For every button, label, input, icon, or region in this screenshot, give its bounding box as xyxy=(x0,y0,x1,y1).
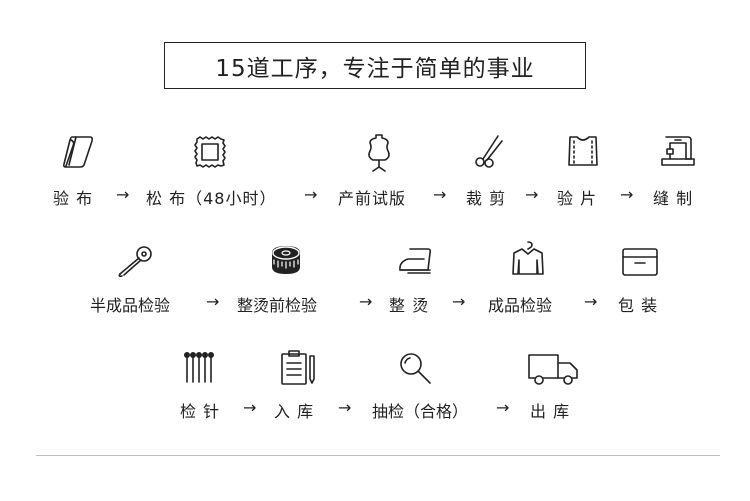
step-label-needle-check: 检 针 xyxy=(180,402,221,421)
safety-pin-icon xyxy=(115,244,155,278)
step-label-cutting: 裁 剪 xyxy=(466,189,507,208)
arrow: → xyxy=(338,398,352,417)
pins-icon xyxy=(183,350,215,386)
page-title: 15道工序，专注于简单的事业 xyxy=(164,42,586,89)
arrow: → xyxy=(496,398,510,417)
arrow: → xyxy=(243,398,257,417)
arrow: → xyxy=(525,185,539,204)
step-label-piece-check: 验 片 xyxy=(557,189,598,208)
sewing-machine-icon xyxy=(660,133,696,169)
step-label-semi-check: 半成品检验 xyxy=(90,296,171,315)
step-label-final-check: 成品检验 xyxy=(488,296,553,315)
step-label-fabric-relax: 松 布（48小时） xyxy=(146,189,277,208)
arrow: → xyxy=(433,185,447,204)
arrow: → xyxy=(206,292,220,311)
step-label-pre-iron-check: 整烫前检验 xyxy=(237,296,318,315)
dress-form-icon xyxy=(366,133,392,173)
divider xyxy=(36,455,720,456)
arrow: → xyxy=(452,292,466,311)
magnifier-icon xyxy=(398,351,434,387)
arrow: → xyxy=(359,292,373,311)
step-label-warehousing: 入 库 xyxy=(274,402,315,421)
step-label-sampling: 抽检（合格） xyxy=(372,402,469,421)
step-label-sewing: 缝 制 xyxy=(653,189,694,208)
step-label-fabric-check: 验 布 xyxy=(53,189,94,208)
step-label-packing: 包 装 xyxy=(618,296,659,315)
fabric-swatch-icon xyxy=(194,136,226,168)
truck-icon xyxy=(526,352,580,388)
iron-icon xyxy=(396,246,436,276)
step-label-sample: 产前试版 xyxy=(338,189,407,208)
arrow: → xyxy=(304,185,318,204)
shirt-hanger-icon xyxy=(510,240,546,278)
tape-measure-icon xyxy=(268,243,304,277)
arrow: → xyxy=(584,292,598,311)
clipboard-icon xyxy=(280,350,320,386)
scissors-icon xyxy=(474,133,506,169)
fabric-roll-icon xyxy=(62,135,94,169)
arrow: → xyxy=(116,185,130,204)
arrow: → xyxy=(620,185,634,204)
garment-piece-icon xyxy=(566,134,600,168)
box-icon xyxy=(621,247,659,277)
step-label-ironing: 整 烫 xyxy=(389,296,430,315)
step-label-shipping: 出 库 xyxy=(530,402,571,421)
